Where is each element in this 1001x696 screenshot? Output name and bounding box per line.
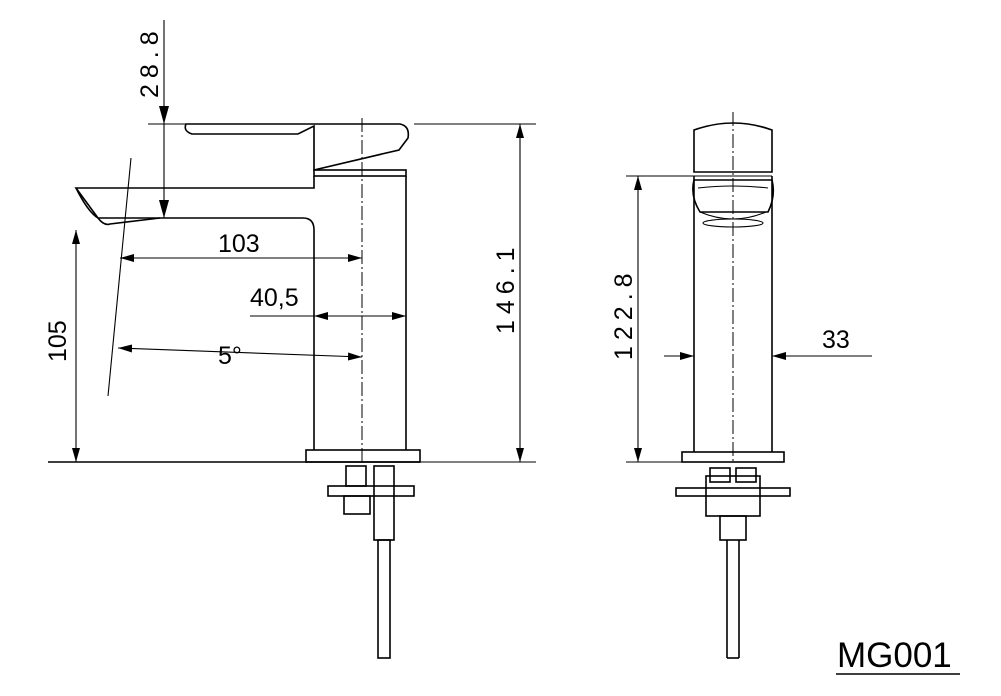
side-view: 28.8 103 40,5 5° 105 146.1: [44, 20, 536, 659]
dim-body-height: 122.8: [610, 267, 638, 360]
mounting-washer: [327, 485, 415, 497]
mounting-nut: [345, 465, 367, 487]
angle-ref-line: [107, 157, 132, 397]
dim-spout-angle: 5°: [218, 342, 242, 370]
front-washer: [675, 487, 791, 497]
dim-28-8-arrow: [159, 106, 169, 124]
shank-tube: [373, 465, 395, 541]
model-number: MG001: [837, 636, 952, 675]
dim-angle-leader: [117, 344, 363, 361]
lever-handle: [184, 123, 410, 172]
aerator-outlet: [75, 187, 161, 226]
front-shank: [719, 515, 747, 541]
dim-overall-height: 146.1: [492, 241, 520, 334]
front-spout-outlet: [692, 179, 775, 213]
dim-aerator-drop: 28.8: [136, 25, 164, 98]
base-flange: [305, 449, 421, 463]
dim-spout-height: 105: [44, 320, 72, 362]
dim-body-offset: 40,5: [250, 284, 299, 312]
front-view: 122.8 33: [610, 112, 872, 659]
cartridge-cap: [313, 169, 407, 177]
dim-28-8-arrow-lower: [159, 200, 169, 218]
front-nut-right: [735, 467, 757, 483]
dim-body-diameter: 33: [822, 326, 850, 354]
dim-spout-reach: 103: [218, 230, 260, 258]
spout-body: [74, 176, 315, 450]
front-lever-handle: [693, 122, 773, 173]
supply-hose: [377, 539, 391, 659]
front-nut-left: [709, 467, 731, 483]
mounting-bolt: [343, 495, 371, 515]
